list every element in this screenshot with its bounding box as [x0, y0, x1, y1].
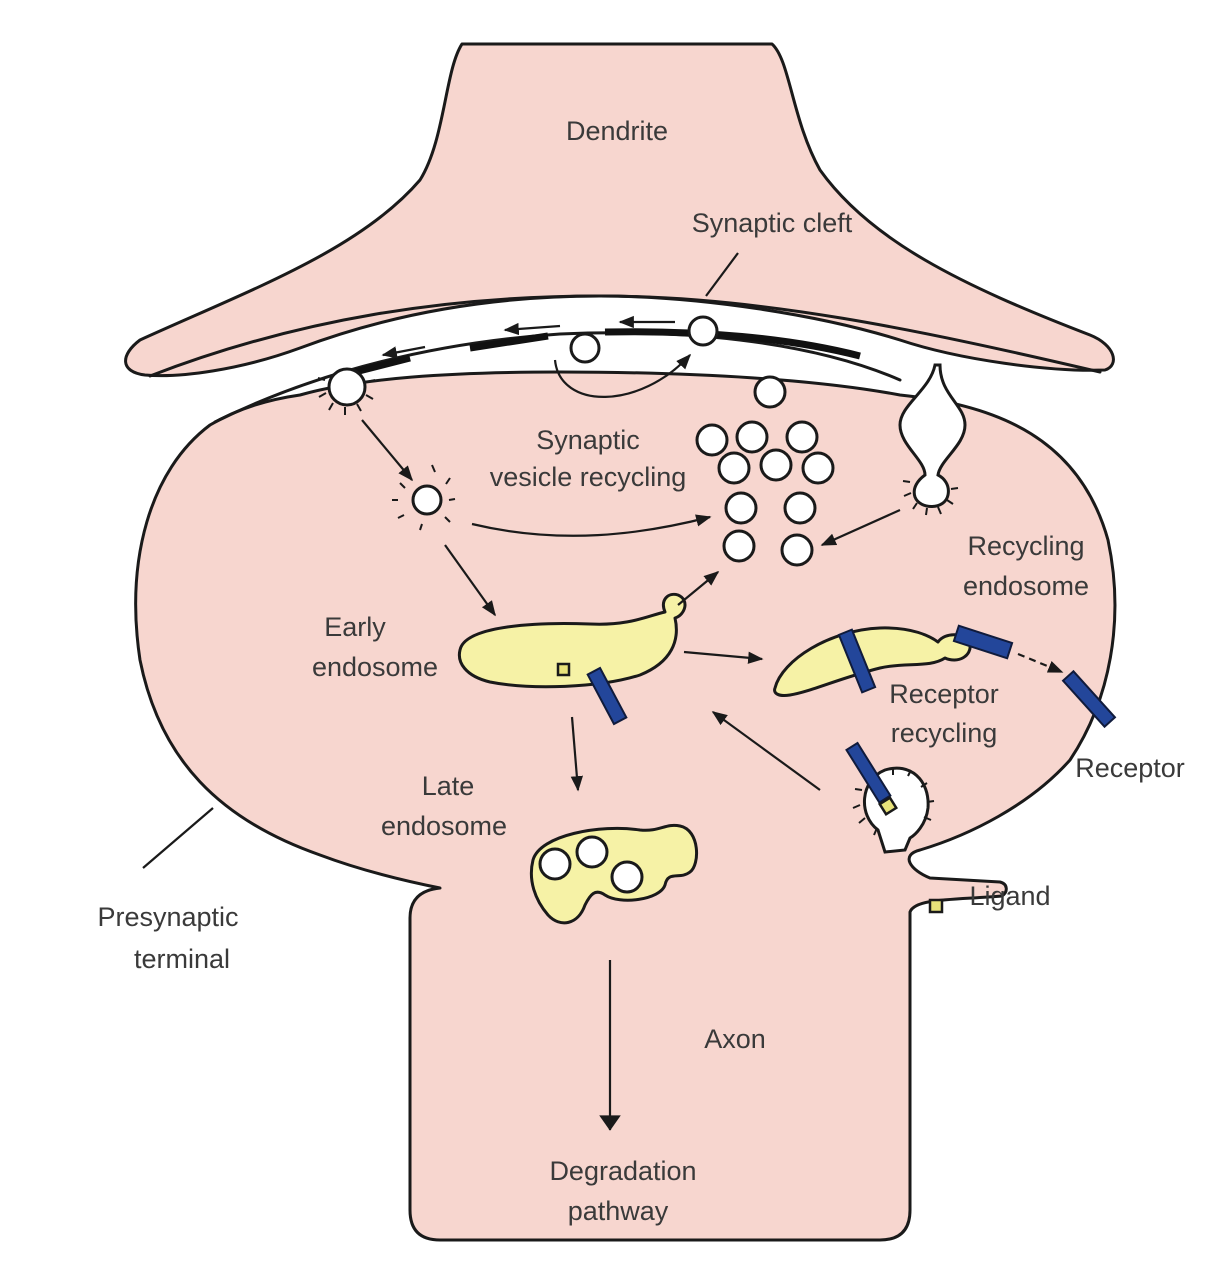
label-receptor: Receptor	[1075, 753, 1185, 783]
label-recycling-endosome: Recycling	[967, 531, 1084, 561]
bulk-endosome-coat	[902, 480, 959, 516]
synaptic-vesicle	[717, 451, 751, 485]
label-early-endosome: Early	[324, 612, 386, 642]
recycling-tubule	[773, 626, 972, 697]
arrow-bulk-to-pool	[820, 508, 901, 547]
late-endosome-vesicle	[575, 835, 609, 869]
label-early-endosome-2: endosome	[312, 652, 438, 682]
arrow-early-to-late	[570, 716, 584, 792]
legend-ligand-icon	[928, 898, 944, 914]
arrow-pit-to-uncoating	[361, 419, 413, 482]
arrow-uncoating-to-early-endosome	[444, 544, 496, 617]
arrow-early-to-pool	[677, 571, 720, 606]
arrow-pit-to-early-endosome	[711, 711, 821, 791]
synaptic-vesicle	[735, 420, 769, 454]
presynaptic-terminal-body	[134, 370, 1117, 1242]
active-zone-density-left	[354, 354, 411, 376]
label-presynaptic-terminal-2: terminal	[134, 944, 230, 974]
label-late-endosome: Late	[422, 771, 475, 801]
active-zone-density-right	[604, 328, 861, 360]
receptor-coated-pit	[845, 741, 935, 854]
early-endosome-ligand	[556, 662, 571, 677]
late-endosome-vesicle	[610, 860, 644, 894]
label-recycling-endosome-2: endosome	[963, 571, 1089, 601]
active-zone-density-mid	[469, 332, 549, 352]
arrow-membrane-3	[381, 345, 426, 359]
arrow-membrane-2	[503, 322, 561, 336]
arrow-early-to-recycling	[683, 650, 764, 664]
arrow-kiss-and-run	[553, 353, 692, 398]
synaptic-vesicle	[724, 491, 758, 525]
early-endosome	[457, 592, 687, 689]
arrow-uncoating-to-pool	[471, 514, 712, 537]
label-axon: Axon	[704, 1024, 766, 1054]
synaptic-vesicle	[759, 448, 793, 482]
arrow-tubule-to-membrane	[1017, 652, 1064, 674]
presynaptic-terminal-leader	[142, 807, 214, 869]
docked-vesicle	[687, 315, 719, 347]
synaptic-vesicle	[695, 423, 729, 457]
synaptic-vesicle	[783, 491, 817, 525]
synaptic-vesicle	[722, 529, 756, 563]
tubule-receptor-2	[952, 624, 1014, 660]
label-degradation-pathway-2: pathway	[568, 1196, 669, 1226]
label-receptor-recycling: Receptor	[889, 679, 999, 709]
synaptic-vesicle-pool	[695, 375, 835, 567]
bulk-endocytosis-invagination	[898, 363, 967, 508]
label-dendrite: Dendrite	[566, 116, 668, 146]
dendrite-body	[124, 42, 1115, 378]
presynaptic-membrane	[213, 331, 902, 424]
synaptic-vesicle	[801, 451, 835, 485]
label-presynaptic-terminal: Presynaptic	[97, 902, 238, 932]
label-synaptic-vesicle-recycling: Synaptic	[536, 425, 640, 455]
synaptic-vesicle	[753, 375, 787, 409]
label-receptor-recycling-2: recycling	[891, 718, 998, 748]
synaptic-vesicle	[785, 420, 819, 454]
clathrin-coated-pit-left	[317, 367, 376, 415]
label-ligand: Ligand	[969, 881, 1050, 911]
postsynaptic-membrane	[148, 294, 1102, 378]
label-synaptic-cleft: Synaptic cleft	[692, 208, 853, 238]
tubule-receptor-1	[837, 628, 877, 694]
late-endosome-vesicle	[538, 847, 572, 881]
fusing-vesicle	[569, 332, 601, 364]
early-endosome-receptor	[586, 666, 628, 726]
label-synaptic-vesicle-recycling-2: vesicle recycling	[490, 462, 687, 492]
label-degradation-pathway: Degradation	[549, 1156, 696, 1186]
surface-receptor	[1061, 669, 1117, 729]
uncoating-vesicle	[392, 464, 456, 531]
synaptic-cleft-leader	[705, 252, 739, 297]
synaptic-vesicle	[780, 533, 814, 567]
label-late-endosome-2: endosome	[381, 811, 507, 841]
